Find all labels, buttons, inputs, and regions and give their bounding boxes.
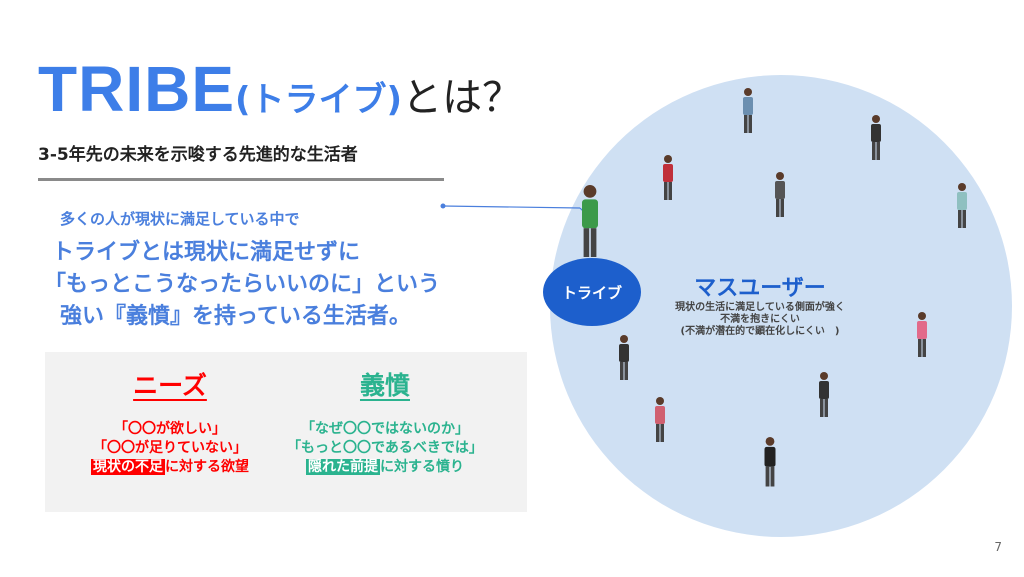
title-main: TRIBE [38,53,235,125]
indignation-line: 「なぜ〇〇ではないのか」 [301,421,469,437]
person-icon [917,312,927,357]
needs-heading: ニーズ [133,371,207,400]
needs-line: 「〇〇が足りていない」 [93,440,247,456]
person-icon [619,335,629,380]
mass-desc: 現状の生活に満足している側面が強く [675,302,845,313]
mass-title: マスユーザー [694,276,826,301]
person-icon [819,372,829,417]
person-icon [663,155,673,200]
description-line: 多くの人が現状に満足している中で [60,210,300,228]
person-icon [871,115,881,160]
person-icon [582,185,598,257]
title-paren: (トライブ) [235,80,403,120]
description-line: 強い『義憤』を持っている生活者。 [60,304,411,329]
divider [38,178,444,181]
connector-line [442,205,581,209]
slide-title: TRIBE(トライブ)とは？ [38,52,522,126]
page-number: 7 [994,540,1002,554]
needs-line: 「〇〇が欲しい」 [114,421,226,437]
comparison-box: ニーズ 「〇〇が欲しい」 「〇〇が足りていない」 現状の不足に対する欲望 義憤 … [45,352,527,512]
connector-dot [440,203,446,209]
indignation-rest: に対する憤り [380,459,464,475]
person-icon [775,172,785,217]
needs-column: ニーズ 「〇〇が欲しい」 「〇〇が足りていない」 現状の不足に対する欲望 [50,366,290,477]
person-icon [743,88,753,133]
person-icon [957,183,967,228]
indignation-highlight: 隠れた前提 [306,459,380,475]
subtitle: 3-5年先の未来を示唆する先進的な生活者 [38,145,358,165]
needs-highlight: 現状の不足 [91,459,165,475]
mass-user-label: マスユーザー 現状の生活に満足している側面が強く 不満を抱きにくい (不満が潜在… [660,270,860,338]
mass-desc: (不満が潜在的で顕在化しにくい ) [680,326,840,337]
indignation-heading: 義憤 [359,371,410,400]
person-icon [764,437,776,487]
indignation-column: 義憤 「なぜ〇〇ではないのか」 「もっと〇〇であるべきでは」 隠れた前提に対する… [265,366,505,477]
mass-desc: 不満を抱きにくい [720,314,800,325]
person-icon [655,397,665,442]
description-line: 「もっとこうなったらいいのに」という [44,272,441,297]
tribe-badge: トライブ [543,258,641,326]
indignation-line: 「もっと〇〇であるべきでは」 [287,440,483,456]
title-tail: とは？ [402,75,523,121]
needs-rest: に対する欲望 [165,459,249,475]
description-line: トライブとは現状に満足せずに [52,240,361,265]
